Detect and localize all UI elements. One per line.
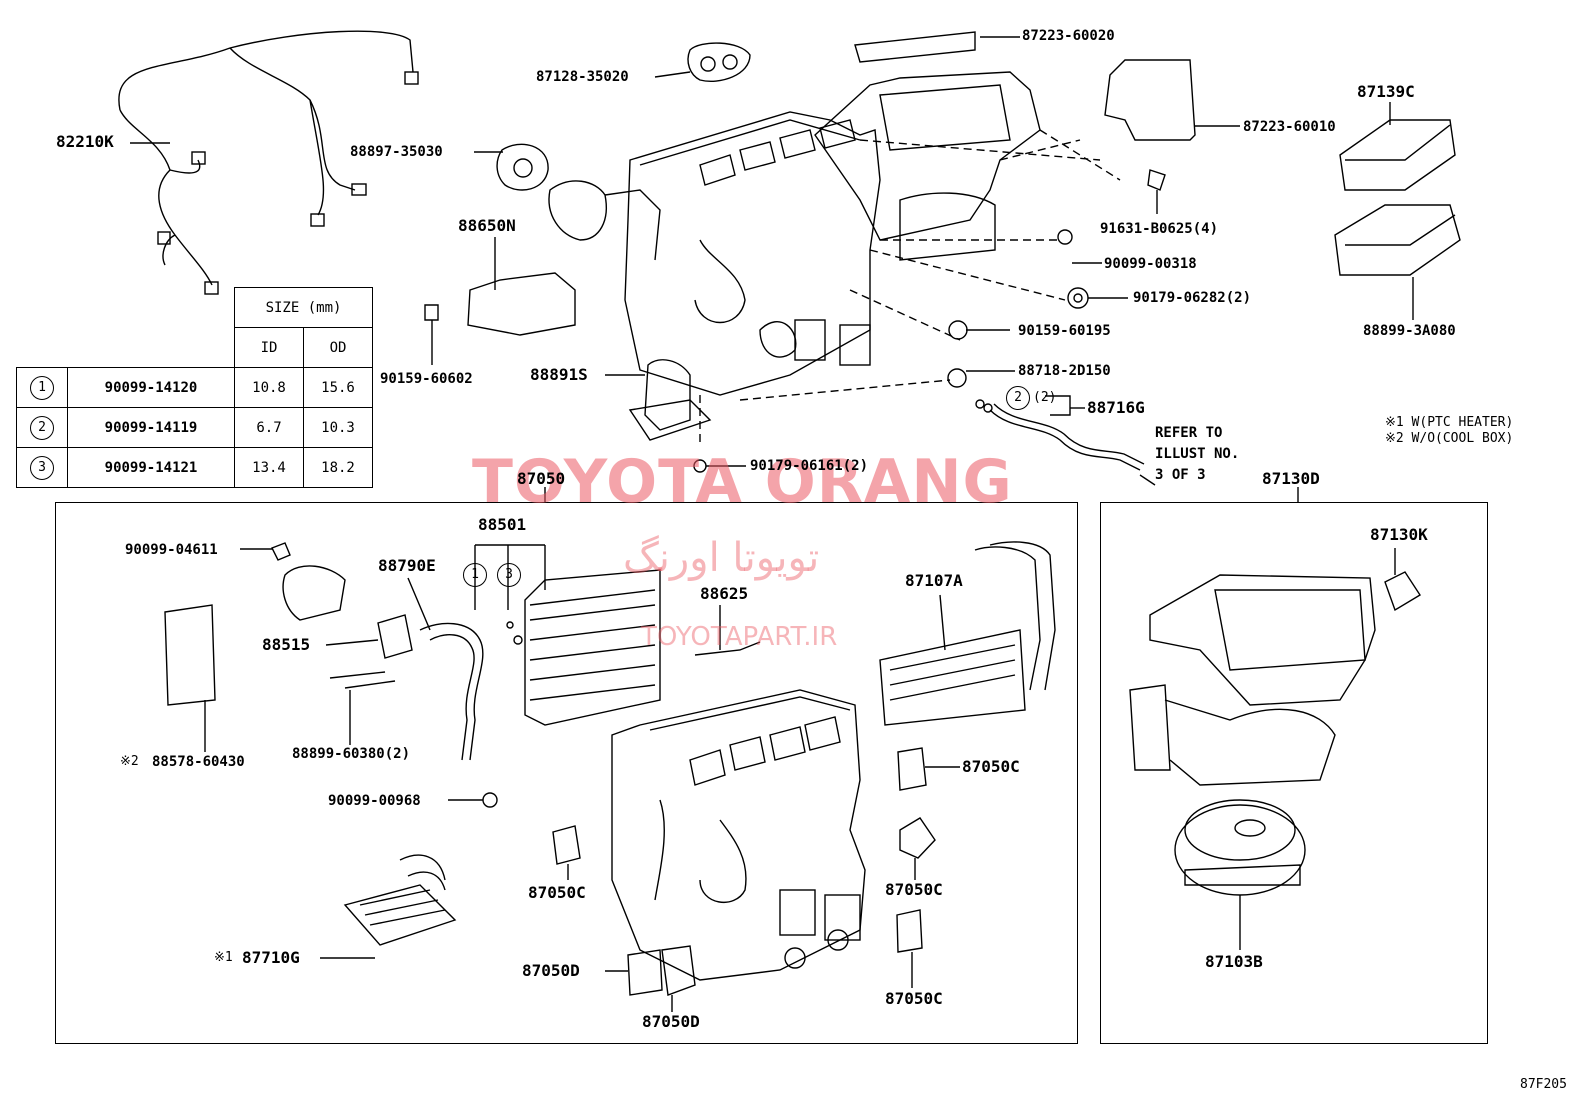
part-label[interactable]: 88899-3A080 (1363, 323, 1456, 339)
table-row: 3 90099-14121 13.4 18.2 (16, 447, 373, 488)
part-label[interactable]: 88897-35030 (350, 144, 443, 160)
part-label[interactable]: 87139C (1357, 82, 1415, 101)
part-label[interactable]: 90099-00968 (328, 793, 421, 809)
wire-harness-drawing (118, 30, 419, 295)
part-label[interactable]: 87130K (1370, 525, 1428, 544)
table-row: 1 90099-14120 10.8 15.6 (16, 367, 373, 408)
callout-circle-3: 3 (497, 563, 521, 587)
part-label[interactable]: 88650N (458, 216, 516, 235)
part-label[interactable]: 87128-35020 (536, 69, 629, 85)
row-od: 15.6 (303, 367, 373, 408)
row-id: 10.8 (234, 367, 304, 408)
part-label[interactable]: 88790E (378, 556, 436, 575)
table-row: 2 90099-14119 6.7 10.3 (16, 407, 373, 448)
part-label[interactable]: 90159-60602 (380, 371, 473, 387)
diagram-code: 87F205 (1520, 1077, 1567, 1092)
part-label[interactable]: 87050D (522, 961, 580, 980)
heater-unit-drawing-top (496, 31, 1041, 396)
part-label[interactable]: 90179-06161(2) (750, 458, 869, 474)
refer-note-line1: REFER TO (1155, 425, 1223, 441)
part-label[interactable]: 87710G (242, 948, 300, 967)
part-label[interactable]: 88716G (1087, 398, 1145, 417)
part-label[interactable]: 90179-06282(2) (1133, 290, 1252, 306)
part-label[interactable]: 91631-B0625(4) (1100, 221, 1219, 237)
size-table-col-od: OD (303, 327, 373, 368)
part-label[interactable]: 90159-60195 (1018, 323, 1111, 339)
part-label[interactable]: 87050C (528, 883, 586, 902)
size-table-title: SIZE (mm) (234, 287, 373, 328)
watermark-site: TOYOTAPART.IR (641, 622, 838, 652)
row-part-number[interactable]: 90099-14120 (67, 367, 235, 408)
assembly-87050-frame (55, 502, 1078, 1044)
part-label[interactable]: 88891S (530, 365, 588, 384)
callout-circle-2: 2 (1006, 386, 1030, 410)
row-od: 10.3 (303, 407, 373, 448)
part-label[interactable]: 90099-00318 (1104, 256, 1197, 272)
dashed-leader-lines (699, 129, 1121, 445)
part-label[interactable]: 87103B (1205, 952, 1263, 971)
part-label[interactable]: 88501 (478, 515, 527, 534)
row-part-number[interactable]: 90099-14121 (67, 447, 235, 488)
assembly-87130D-frame (1100, 502, 1488, 1044)
watermark-brand: TOYOTA ORANG (472, 447, 1013, 517)
refer-note-line2: ILLUST NO. (1155, 446, 1240, 462)
part-label[interactable]: 88625 (700, 584, 749, 603)
note-ptc-heater: ※1 W(PTC HEATER) (1385, 415, 1514, 430)
callout-circle-1: 1 (463, 563, 487, 587)
part-label[interactable]: 87050C (885, 989, 943, 1008)
size-table-col-id: ID (234, 327, 304, 368)
part-label[interactable]: 87050C (885, 880, 943, 899)
part-label[interactable]: 88899-60380(2) (292, 746, 411, 762)
part-label[interactable]: 87223-60010 (1243, 119, 1336, 135)
part-label[interactable]: 88515 (262, 635, 311, 654)
quantity-note: (2) (1033, 390, 1057, 405)
part-label[interactable]: 87050C (962, 757, 1020, 776)
part-label[interactable]: 90099-04611 (125, 542, 218, 558)
row-part-number[interactable]: 90099-14119 (67, 407, 235, 448)
size-table: SIZE (mm) ID OD 1 90099-14120 10.8 15.6 … (16, 287, 373, 488)
part-label[interactable]: 87107A (905, 571, 963, 590)
part-label[interactable]: 87050 (517, 469, 566, 488)
part-label[interactable]: 87223-60020 (1022, 28, 1115, 44)
part-label[interactable]: 88718-2D150 (1018, 363, 1111, 379)
watermark-farsi: تویوتا اورنگ (623, 535, 820, 581)
part-label[interactable]: 82210K (56, 132, 114, 151)
row-id: 13.4 (234, 447, 304, 488)
row-number: 1 (30, 375, 54, 400)
refer-note-line3: 3 OF 3 (1155, 467, 1206, 483)
row-number: 3 (30, 455, 54, 480)
note-mark-1: ※1 (214, 950, 233, 965)
part-label[interactable]: 87130D (1262, 469, 1320, 488)
row-id: 6.7 (234, 407, 304, 448)
row-number: 2 (30, 415, 54, 440)
part-label[interactable]: 88578-60430 (152, 754, 245, 770)
part-label[interactable]: 87050D (642, 1012, 700, 1031)
row-od: 18.2 (303, 447, 373, 488)
note-mark-2: ※2 (120, 754, 139, 769)
note-cool-box: ※2 W/O(COOL BOX) (1385, 431, 1514, 446)
